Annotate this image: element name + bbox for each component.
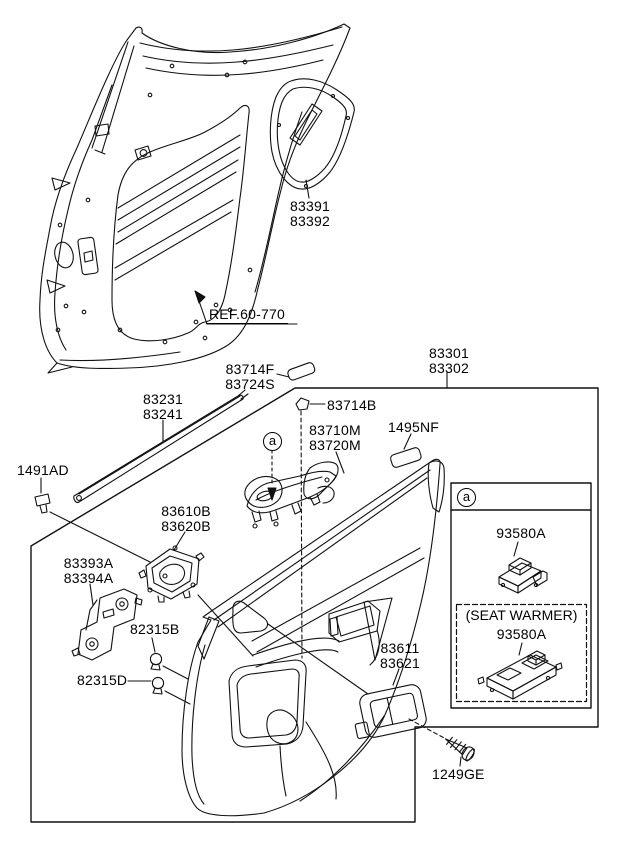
label-clip-82315b: 82315B [130,621,180,637]
leader-82315b-to-panel [162,665,189,680]
label-door-seal: 83391 83392 [290,198,330,229]
clip-82315b-drawing [149,652,163,671]
label-mount-bracket: 83393A 83394A [63,555,114,586]
leader-door-seal [305,179,310,199]
leader-bezel [392,668,400,686]
inner-handle-drawing [138,545,205,603]
seat-warmer-switch-drawing [477,650,563,700]
leader-panel-to-bezel [267,623,369,695]
label-body-ref: REF.60-770 [206,307,288,324]
label-clip-1491ad: 1491AD [17,462,69,478]
leader-82315d-to-panel [164,690,191,705]
leader-bezel-to-screw [408,718,447,740]
label-gasket: 83714F 83724S [225,361,275,392]
label-clip-82315d: 82315D [77,672,128,688]
label-screw: 1249GE [432,766,485,782]
leader-switch-lower [518,642,523,656]
label-bezel: 83611 83621 [380,640,420,671]
leader-pad [403,433,412,450]
label-clip-83714b: 83714B [327,397,377,413]
leader-inner-handle [173,531,186,551]
label-seat-warmer: (SEAT WARMER) [465,607,578,623]
label-inner-handle: 83610B 83620B [161,503,211,534]
mount-bracket-drawing [71,588,143,661]
handle-assy-drawing [244,461,339,529]
assembly-box [30,387,599,823]
frame-hole-dots [55,59,253,345]
callout-a-arrow [267,487,277,501]
leader-handle-assy [335,451,345,474]
clip-1491ad-drawing [34,493,51,514]
leader-82315b [151,637,156,653]
callout-a-badge: a [263,432,282,451]
leader-bracket [89,583,94,606]
power-window-switch-drawing [498,557,548,594]
pad-1495nf-drawing [390,447,422,468]
leader-handle-to-panel [197,594,254,657]
leader-gasket [276,373,290,378]
leader-screw [459,756,462,767]
label-switch-upper: 93580A [496,525,546,541]
bezel-drawing [354,684,427,740]
inset-callout-a-badge: a [457,488,476,507]
clip-83714b-drawing [295,397,310,411]
clip-82315d-drawing [151,676,165,695]
label-belt-strip: 83231 83241 [143,391,183,422]
door-seal-drawing [269,78,355,190]
screw-drawing [444,736,475,762]
weatherstrip-drawing [73,389,249,503]
label-handle-assy: 83710M 83720M [309,422,361,453]
label-switch-lower: 93580A [496,626,547,642]
ref-arrow [194,290,298,325]
trim-panel-drawing [181,458,445,817]
gasket-83714f-drawing [287,362,316,381]
label-pad: 1495NF [388,419,440,435]
inset-box [450,482,592,709]
leader-switch-upper [513,541,519,557]
door-frame-drawing [39,23,351,374]
leader-83714b-dashed [300,410,303,659]
label-trim-panel: 83301 83302 [429,345,469,376]
leader-1491ad-to-handle [49,511,151,563]
